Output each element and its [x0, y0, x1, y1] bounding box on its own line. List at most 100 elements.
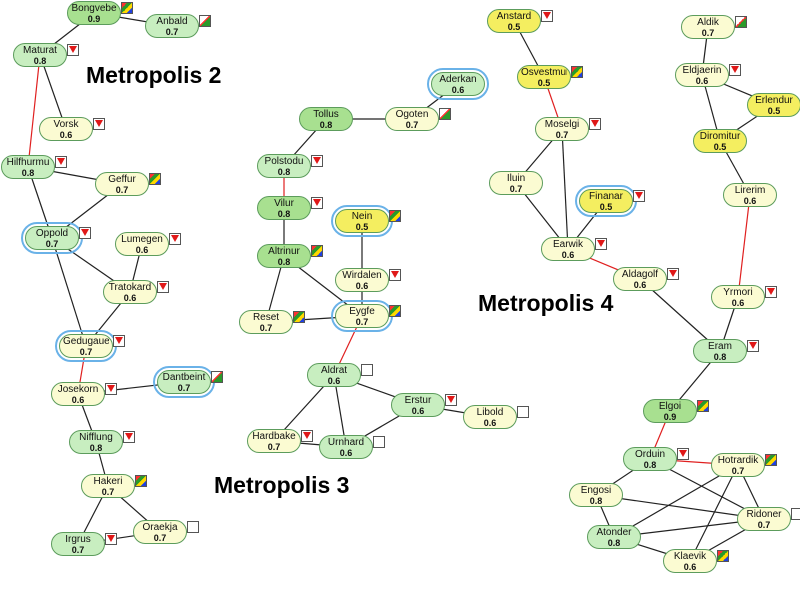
down-flag-icon: [589, 118, 601, 130]
node-label: Ridoner: [746, 509, 782, 520]
diagonal-flag-icon: [439, 108, 451, 120]
down-flag-icon: [169, 233, 181, 245]
node-value: 0.6: [683, 562, 697, 572]
edge-maturat-hilfhurmu: [27, 54, 41, 168]
node-label: Nifflung: [79, 432, 113, 443]
node-label: Aldik: [697, 17, 719, 28]
down-flag-icon: [301, 430, 313, 442]
node-label: Erstur: [404, 395, 432, 406]
node-value: 0.6: [743, 196, 757, 206]
node-value: 0.6: [695, 76, 709, 86]
down-flag-icon: [765, 286, 777, 298]
node-label: Anstard: [496, 11, 532, 22]
node-label: Aderkan: [439, 74, 477, 85]
node-label: Erlendur: [755, 95, 793, 106]
node-label: Iluin: [506, 173, 526, 184]
node-label: Eldjaerin: [682, 65, 722, 76]
group-title-metropolis-2: Metropolis 2: [86, 62, 222, 88]
node-value: 0.7: [101, 487, 115, 497]
node-value: 0.5: [537, 78, 551, 88]
down-flag-icon: [667, 268, 679, 280]
node-value: 0.7: [115, 185, 129, 195]
down-flag-icon: [677, 448, 689, 460]
multicolor-flag-icon: [571, 66, 583, 78]
node-label: Tollus: [313, 109, 339, 120]
group-title-metropolis-3: Metropolis 3: [214, 472, 350, 498]
node-label: Eygfe: [349, 306, 375, 317]
multicolor-flag-icon: [765, 454, 777, 466]
multicolor-flag-icon: [135, 475, 147, 487]
node-label: Irgrus: [65, 534, 91, 545]
node-value: 0.8: [21, 168, 35, 178]
node-label: Urnhard: [327, 437, 365, 448]
node-label: Hardbake: [252, 431, 296, 442]
node-label: Gedugaue: [63, 336, 109, 347]
node-label: Eram: [708, 341, 732, 352]
node-label: Josekorn: [57, 384, 99, 395]
node-value: 0.6: [731, 298, 745, 308]
node-value: 0.7: [267, 442, 281, 452]
node-label: Nein: [351, 211, 373, 222]
node-value: 0.7: [45, 239, 59, 249]
node-label: Aldagolf: [621, 269, 659, 280]
node-label: Vilur: [274, 198, 294, 209]
node-label: Polstodu: [264, 156, 304, 167]
node-value: 0.8: [643, 460, 657, 470]
node-value: 0.7: [355, 317, 369, 327]
node-value: 0.7: [555, 130, 569, 140]
node-value: 0.7: [701, 28, 715, 38]
